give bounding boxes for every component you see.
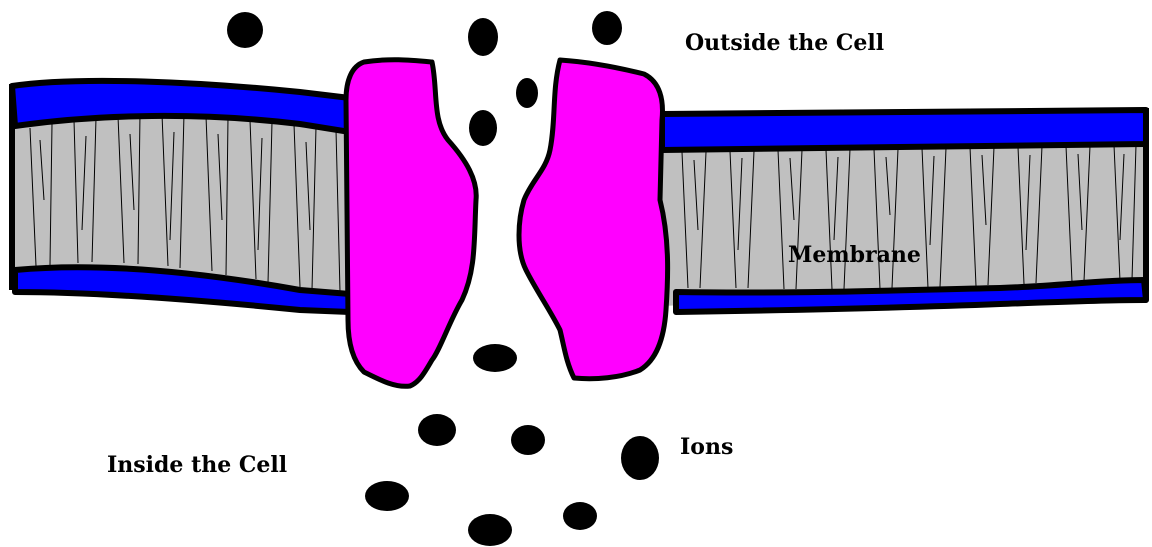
ion xyxy=(227,12,263,48)
ion xyxy=(621,436,659,480)
left-membrane-segment xyxy=(12,81,350,312)
ion xyxy=(563,502,597,530)
outside-cell-label: Outside the Cell xyxy=(685,30,884,56)
ion xyxy=(473,344,517,372)
inside-cell-label: Inside the Cell xyxy=(107,452,287,478)
right-outer-lipid-heads xyxy=(662,110,1146,150)
ion xyxy=(516,78,538,108)
right-membrane-segment xyxy=(662,108,1146,312)
ion xyxy=(511,425,545,455)
ion xyxy=(418,414,456,446)
ion xyxy=(468,514,512,546)
ion xyxy=(468,18,498,56)
left-channel-subunit xyxy=(346,60,476,387)
ion xyxy=(592,11,622,45)
right-channel-subunit xyxy=(519,60,668,379)
ions-label: Ions xyxy=(680,434,733,460)
ion xyxy=(365,481,409,511)
ion xyxy=(469,110,497,146)
channel-protein xyxy=(346,60,668,387)
membrane-label: Membrane xyxy=(788,242,921,268)
